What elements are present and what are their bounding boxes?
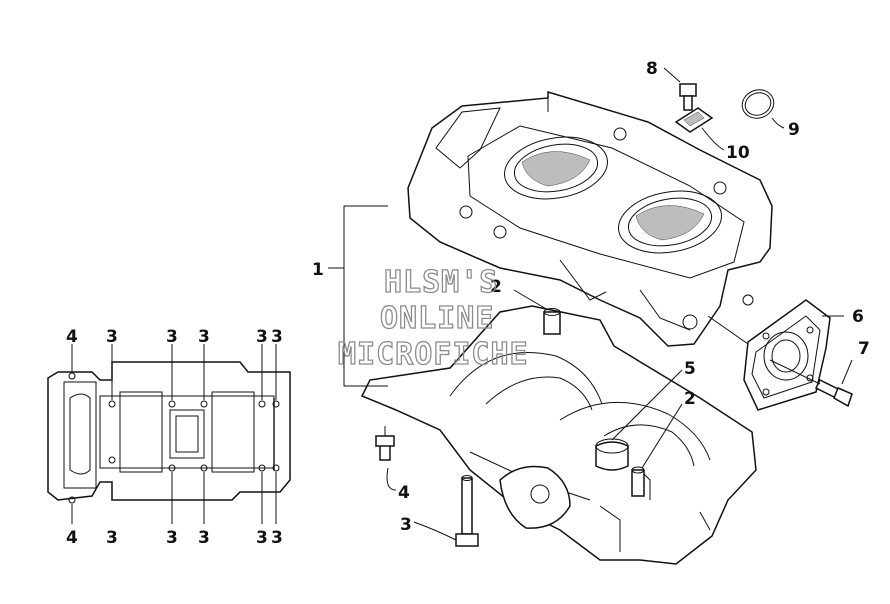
bolt-pattern-labels-bottom: 4 3 3 3 3 3 (66, 528, 283, 548)
bolt-label: 3 (271, 528, 283, 548)
bolt-label: 3 (256, 528, 268, 548)
dowel-pin-2-upper (513, 289, 561, 335)
bolt-4 (375, 426, 397, 491)
callout-7: 7 (858, 339, 870, 359)
watermark: HLSM'S ONLINE MICROFICHE (337, 264, 529, 372)
callout-4: 4 (398, 483, 410, 503)
seal-plate-6 (707, 299, 844, 411)
callout-5: 5 (684, 359, 696, 379)
callout-labels: 1 2 2 3 4 5 6 7 8 9 10 (312, 59, 870, 535)
callout-8: 8 (646, 59, 658, 79)
bolt-label: 3 (198, 327, 210, 347)
bolt-label: 3 (166, 528, 178, 548)
bolt-label: 4 (66, 327, 78, 347)
clamp-9 (741, 89, 785, 129)
callout-3: 3 (400, 515, 412, 535)
bolt-7 (769, 359, 853, 408)
plug-8 (663, 67, 697, 111)
bolt-label: 3 (106, 528, 118, 548)
upper-crankcase (407, 90, 773, 347)
callout-bracket-1 (328, 205, 388, 387)
gasket-10 (674, 107, 725, 151)
watermark-line-2: ONLINE (380, 301, 494, 336)
callout-9: 9 (788, 120, 800, 140)
leader-5 (611, 369, 683, 441)
callout-2: 2 (490, 277, 502, 297)
callout-1: 1 (312, 260, 324, 280)
bolt-label: 3 (256, 327, 268, 347)
callout-6: 6 (852, 307, 864, 327)
bolt-3-long (413, 475, 479, 547)
watermark-line-1: HLSM'S (384, 265, 498, 300)
bolt-label: 3 (166, 327, 178, 347)
bolt-pattern-labels-top: 4 3 3 3 3 3 (66, 327, 283, 347)
callout-10: 10 (726, 143, 750, 163)
callout-2: 2 (684, 389, 696, 409)
bolt-label: 3 (106, 327, 118, 347)
bolt-label: 3 (271, 327, 283, 347)
bolt-pattern-drawing (47, 344, 291, 524)
bolt-label: 4 (66, 528, 78, 548)
bolt-label: 3 (198, 528, 210, 548)
dowel-pin-2-lower (631, 403, 683, 497)
watermark-line-3: MICROFICHE (338, 337, 529, 372)
